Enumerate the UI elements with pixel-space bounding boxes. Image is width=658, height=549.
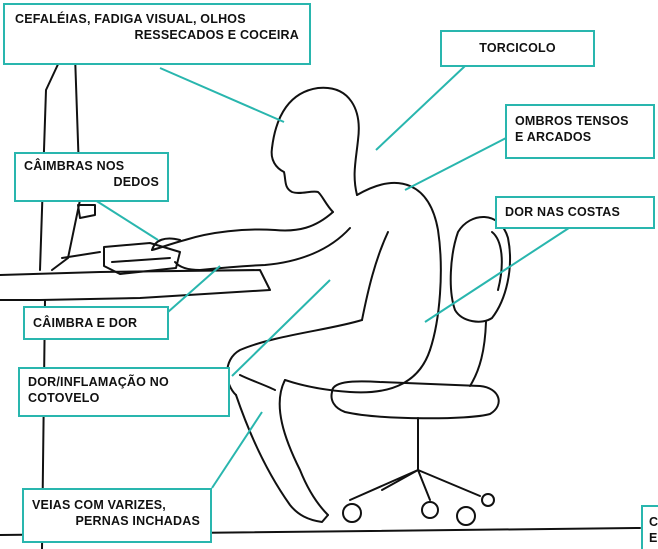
label-elbow: DOR/INFLAMAÇÃO NO COTOVELO <box>18 367 230 417</box>
label-shoulders-line-1: OMBROS TENSOS <box>515 114 629 128</box>
label-cropped-line-2: E <box>649 530 658 545</box>
label-cropped: C E <box>641 505 658 549</box>
label-elbow-line-1: DOR/INFLAMAÇÃO NO <box>28 375 169 389</box>
chair-seat <box>330 380 500 420</box>
desk-top <box>0 269 271 301</box>
label-legs: VEIAS COM VARIZES, PERNAS INCHADAS <box>22 488 212 543</box>
label-torticollis: TORCICOLO <box>440 30 595 67</box>
label-cramp: CÂIMBRA E DOR <box>23 306 169 340</box>
monitor-stand <box>61 251 101 259</box>
label-shoulders-line-2: E ARCADOS <box>515 129 592 144</box>
person-leg <box>235 394 329 523</box>
label-fingers-line-2: DEDOS <box>113 174 159 189</box>
label-headache: CEFALÉIAS, FADIGA VISUAL, OLHOS RESSECAD… <box>3 3 311 65</box>
keyboard <box>103 242 181 275</box>
label-headache-line-2: RESSECADOS E COCEIRA <box>134 27 299 42</box>
label-elbow-line-2: COTOVELO <box>28 390 100 405</box>
leader-lines <box>94 65 576 489</box>
label-headache-line-1: CEFALÉIAS, FADIGA VISUAL, OLHOS <box>15 12 246 26</box>
label-fingers: CÂIMBRAS NOS DEDOS <box>14 152 169 202</box>
label-legs-line-2: PERNAS INCHADAS <box>75 513 200 528</box>
label-legs-line-1: VEIAS COM VARIZES, <box>32 498 166 512</box>
chair-back <box>449 216 511 323</box>
person-back <box>356 181 442 351</box>
label-cramp-line-1: CÂIMBRA E DOR <box>33 316 138 330</box>
label-back-line-1: DOR NAS COSTAS <box>505 205 621 219</box>
label-cropped-line-1: C <box>649 515 658 529</box>
person-head <box>271 86 360 196</box>
label-fingers-line-1: CÂIMBRAS NOS <box>24 159 125 173</box>
chair-base <box>349 469 481 501</box>
person-arm <box>151 211 334 251</box>
label-back: DOR NAS COSTAS <box>495 196 655 229</box>
label-shoulders: OMBROS TENSOS E ARCADOS <box>505 104 655 159</box>
label-torticollis-line-1: TORCICOLO <box>479 41 556 55</box>
mouse <box>77 204 96 219</box>
